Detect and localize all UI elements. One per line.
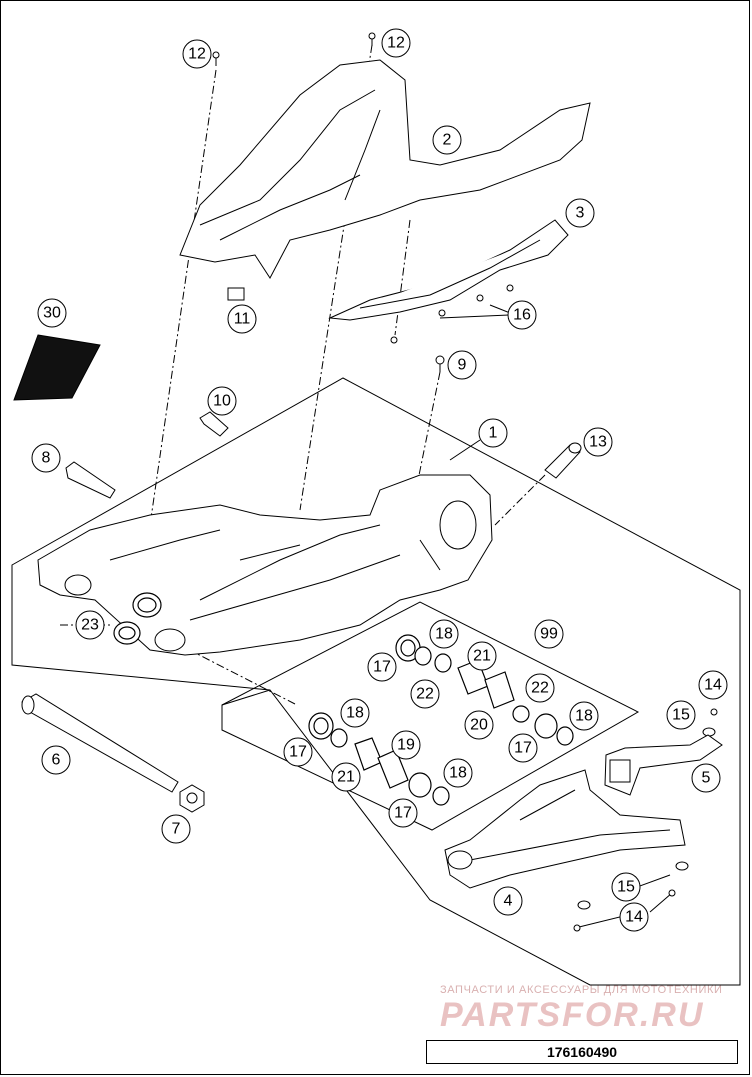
callout-3 <box>565 198 595 228</box>
callout-label-17c: 17 <box>289 744 307 761</box>
callout-23 <box>75 610 105 640</box>
callout-17b <box>508 733 538 763</box>
assembly-group-outline <box>11 377 741 986</box>
callout-label-22b: 22 <box>531 680 549 697</box>
callout-18a <box>429 619 459 649</box>
callout-20 <box>464 710 494 740</box>
bearing-kit-parts <box>308 634 574 806</box>
stud-part <box>199 411 229 437</box>
callout-15a <box>666 700 696 730</box>
callout-label-12a: 12 <box>188 46 206 63</box>
callout-1 <box>478 418 508 448</box>
clip-part <box>227 287 245 301</box>
callout-label-21a: 21 <box>473 648 491 665</box>
watermark-tagline: ЗАПЧАСТИ И АКСЕССУАРЫ ДЛЯ МОТОТЕХНИКИ <box>440 984 723 996</box>
callout-6 <box>41 745 71 775</box>
callout-label-3: 3 <box>576 205 585 222</box>
callout-label-18b: 18 <box>575 708 593 725</box>
callout-2 <box>432 125 462 155</box>
callout-label-18d: 18 <box>449 765 467 782</box>
watermark-logo: PARTSFOR.RU <box>440 996 705 1034</box>
callout-label-16: 16 <box>513 307 531 324</box>
color-swatch-30 <box>13 334 101 401</box>
callout-label-23: 23 <box>81 617 99 634</box>
callout-14b <box>619 902 649 932</box>
callout-label-18a: 18 <box>435 626 453 643</box>
callout-22b <box>525 673 555 703</box>
sleeve-part <box>544 442 582 479</box>
callout-17a <box>367 652 397 682</box>
callout-label-14a: 14 <box>704 677 722 694</box>
callouts <box>31 28 728 932</box>
callout-label-20: 20 <box>470 717 488 734</box>
chain-slider-part <box>444 769 686 889</box>
nut-part <box>179 784 205 813</box>
callout-99 <box>534 619 564 649</box>
callout-label-15b: 15 <box>617 879 635 896</box>
callout-label-7: 7 <box>172 821 181 838</box>
callout-label-19: 19 <box>397 737 415 754</box>
callout-30 <box>37 298 67 328</box>
callout-8 <box>31 443 61 473</box>
callout-label-14b: 14 <box>625 909 643 926</box>
callout-label-12b: 12 <box>387 35 405 52</box>
callout-16 <box>507 300 537 330</box>
callout-18c <box>340 698 370 728</box>
callout-12a <box>182 39 212 69</box>
callout-label-9: 9 <box>458 357 467 374</box>
callout-label-99: 99 <box>540 626 558 643</box>
callout-label-17a: 17 <box>373 659 391 676</box>
callout-label-2: 2 <box>443 132 452 149</box>
callout-label-11: 11 <box>234 311 251 328</box>
callout-5 <box>691 763 721 793</box>
callout-label-15a: 15 <box>672 707 690 724</box>
callout-22a <box>410 679 440 709</box>
callout-label-17b: 17 <box>514 740 532 757</box>
axle-part <box>21 693 179 793</box>
callout-label-17d: 17 <box>394 805 412 822</box>
callout-15b <box>611 872 641 902</box>
callout-7 <box>161 814 191 844</box>
bearing-bush-23 <box>113 592 162 645</box>
document-number: 176160490 <box>426 1040 738 1064</box>
callout-label-21b: 21 <box>337 769 355 786</box>
callout-12b <box>381 28 411 58</box>
callout-label-1: 1 <box>489 425 498 442</box>
callout-4 <box>493 886 523 916</box>
callout-21b <box>331 762 361 792</box>
callout-10 <box>207 386 237 416</box>
bearing-kit-outline <box>221 601 640 831</box>
pivot-bolt-part <box>65 461 116 499</box>
callout-label-6: 6 <box>52 752 61 769</box>
callout-19 <box>391 730 421 760</box>
callout-13 <box>583 427 613 457</box>
callout-18b <box>569 701 599 731</box>
rear-fender-part <box>179 59 591 279</box>
callout-label-5: 5 <box>702 770 711 787</box>
chain-guide-upper-part <box>328 219 569 321</box>
callout-label-30: 30 <box>43 305 61 322</box>
callout-17d <box>388 798 418 828</box>
bracket-part <box>604 734 723 796</box>
callout-11 <box>227 304 257 334</box>
callout-17c <box>283 737 313 767</box>
callout-label-8: 8 <box>42 450 51 467</box>
callout-label-13: 13 <box>589 434 607 451</box>
callout-label-10: 10 <box>213 393 231 410</box>
callout-18d <box>443 758 473 788</box>
screws <box>212 32 718 932</box>
swingarm-part <box>37 474 493 656</box>
callout-14a <box>698 670 728 700</box>
callout-9 <box>447 350 477 380</box>
callout-21a <box>467 641 497 671</box>
callout-label-22a: 22 <box>416 686 434 703</box>
callout-label-4: 4 <box>504 893 513 910</box>
callout-label-18c: 18 <box>346 705 364 722</box>
